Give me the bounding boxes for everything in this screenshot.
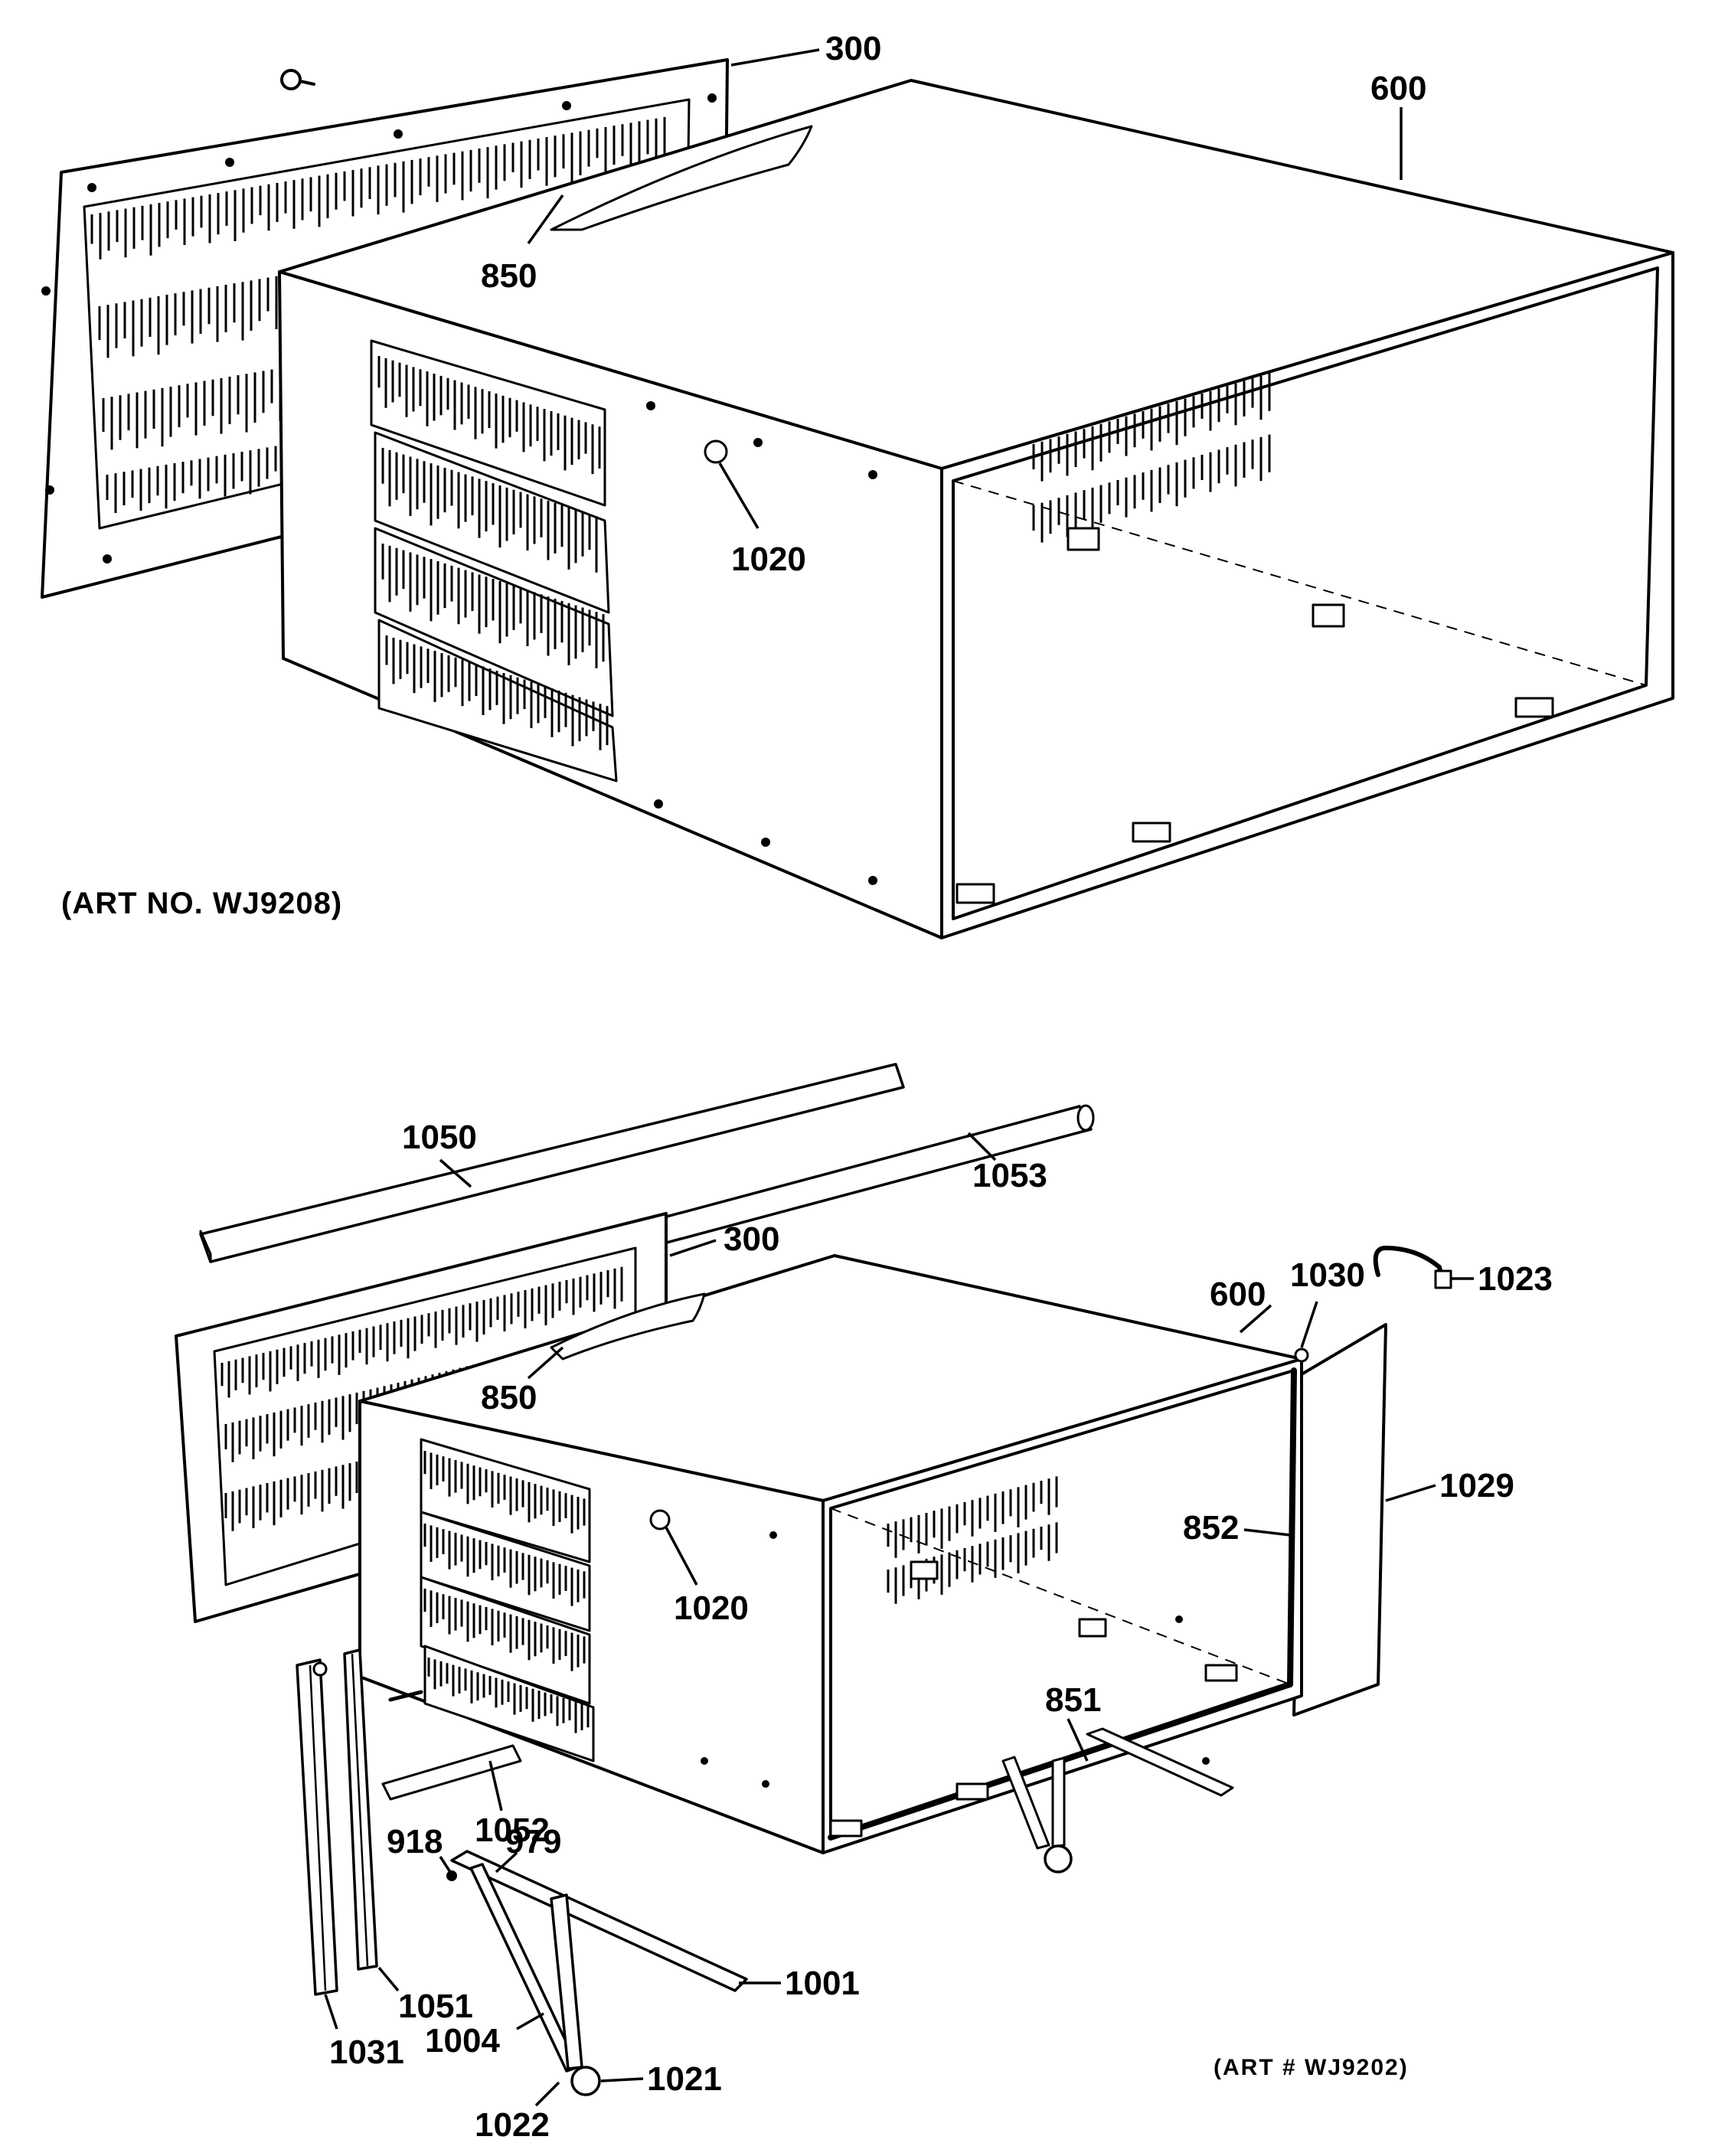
bar-1052 — [381, 1744, 522, 1801]
leader-lines-bottom — [324, 1132, 1474, 2107]
clip-1023 — [1373, 1246, 1452, 1289]
callout-1004: 1004 — [425, 2022, 500, 2060]
callout-852: 852 — [1183, 1509, 1239, 1547]
rear-support-bracket — [1001, 1727, 1234, 1873]
art-label-bottom: (ART # WJ9202) — [1214, 2055, 1409, 2080]
callout-1022: 1022 — [475, 2106, 550, 2144]
callout-1020-top: 1020 — [731, 541, 806, 578]
screw-bottom — [388, 1690, 423, 1702]
callout-1023: 1023 — [1478, 1260, 1553, 1298]
side-rails — [296, 1648, 378, 1996]
callout-851: 851 — [1045, 1681, 1101, 1719]
top-exploded-view — [41, 48, 1674, 939]
callout-1052: 1052 — [475, 1811, 550, 1849]
callout-1021: 1021 — [647, 2060, 722, 2098]
callout-1031: 1031 — [329, 2034, 404, 2071]
callout-300-bottom: 300 — [724, 1220, 779, 1258]
side-louver-panels-bottom — [420, 1438, 595, 1762]
support-bracket-assembly — [446, 1850, 748, 2096]
rear-fins-top — [1032, 373, 1271, 543]
callout-850-bottom: 850 — [481, 1379, 537, 1416]
callout-918: 918 — [387, 1823, 443, 1860]
side-panel-1029 — [1292, 1323, 1387, 1717]
art-label-top: (ART NO. WJ9208) — [61, 887, 342, 920]
screw-icon-top — [280, 69, 315, 90]
seal-strip-top — [550, 125, 813, 231]
callout-1030: 1030 — [1290, 1256, 1365, 1294]
callout-1001: 1001 — [785, 1965, 860, 2002]
callout-979: 979 — [505, 1823, 561, 1860]
callout-600-top: 600 — [1370, 70, 1426, 107]
callout-1029: 1029 — [1439, 1467, 1514, 1504]
seal-strip-bottom — [550, 1292, 706, 1361]
callout-1051: 1051 — [398, 1988, 473, 2025]
cabinet-top — [278, 79, 1674, 939]
callout-1020-bottom: 1020 — [674, 1589, 749, 1627]
louver-hatch-bottom — [423, 1451, 590, 1733]
top-rail-1050 — [199, 1063, 905, 1263]
callout-1050: 1050 — [402, 1119, 477, 1156]
callout-labels: 300 600 850 1020 (ART NO. WJ9208) 1050 1… — [61, 30, 1553, 2144]
callout-850-top: 850 — [481, 257, 537, 295]
callout-300-top: 300 — [825, 30, 881, 67]
callout-1053: 1053 — [972, 1157, 1047, 1194]
bottom-exploded-view — [175, 1063, 1474, 2107]
louver-hatch-top — [377, 356, 609, 750]
callout-600-bottom: 600 — [1210, 1276, 1266, 1313]
leader-lines-top — [527, 48, 1403, 529]
cabinet-bottom — [358, 1254, 1303, 1854]
rear-fins-bottom — [887, 1476, 1058, 1604]
